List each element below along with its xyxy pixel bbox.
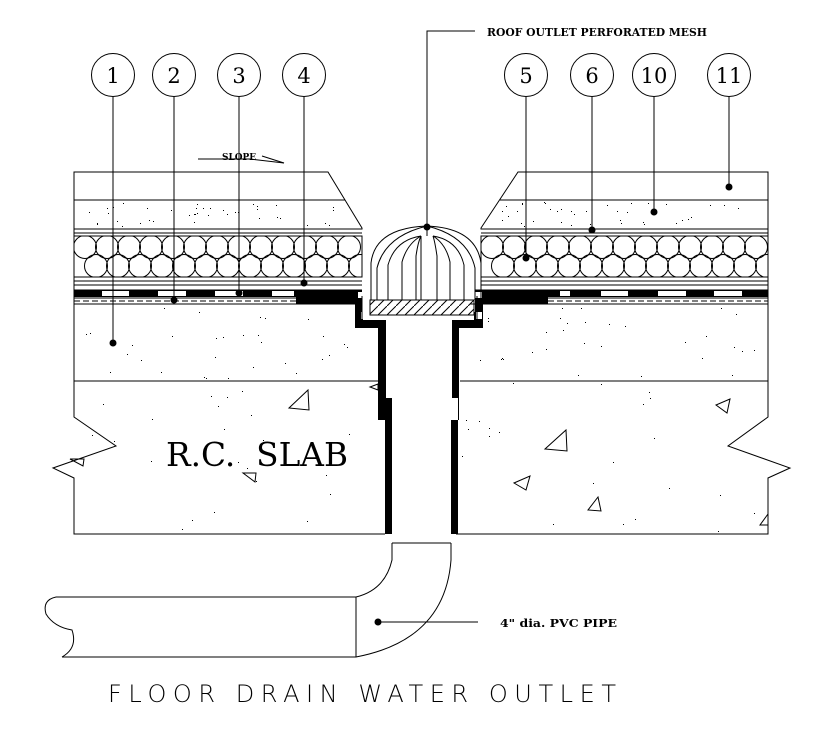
callout-bubbles: 1 2 3 4 5 6 10 11 <box>91 53 751 97</box>
drain-grating <box>369 299 475 316</box>
callout-number: 11 <box>716 64 743 88</box>
drain-outlet-body <box>296 290 548 544</box>
slope-label: SLOPE <box>222 153 256 163</box>
callout-leader-dot <box>522 254 530 262</box>
callout-leader-dot <box>109 339 117 347</box>
left-insulation-hatch <box>74 236 362 277</box>
slope-arrow <box>198 155 285 164</box>
callout-6: 6 <box>570 53 614 97</box>
callout-circle <box>570 53 614 97</box>
callout-number: 2 <box>167 64 180 88</box>
callout-10: 10 <box>632 53 676 97</box>
callout-2: 2 <box>152 53 196 97</box>
left-slab-outline <box>51 172 385 535</box>
callout-3: 3 <box>217 53 261 97</box>
mesh-label: ROOF OUTLET PERFORATED MESH <box>487 26 707 39</box>
callout-4: 4 <box>282 53 326 97</box>
callout-leaders <box>109 97 733 347</box>
callout-11: 11 <box>707 53 751 97</box>
mesh-leader <box>423 30 475 231</box>
callout-circle <box>282 53 326 97</box>
slab-label: R.C. SLAB <box>166 435 348 474</box>
callout-leader-dot <box>725 183 733 191</box>
callout-number: 6 <box>585 64 598 88</box>
callout-leader-dot <box>170 296 178 304</box>
pipe-leader <box>374 618 478 626</box>
callout-number: 1 <box>106 64 119 88</box>
callout-circle <box>217 53 261 97</box>
callout-circle <box>632 53 676 97</box>
callout-1: 1 <box>91 53 135 97</box>
callout-5: 5 <box>504 53 548 97</box>
callout-leader-dot <box>588 226 596 234</box>
drawing-title: FLOOR DRAIN WATER OUTLET <box>108 680 616 708</box>
callout-leader-dot <box>300 279 308 287</box>
pvc-pipe-elbow <box>44 543 452 658</box>
right-slab-outline <box>456 172 792 535</box>
callout-circle <box>504 53 548 97</box>
concrete-aggregate-dots <box>86 202 755 532</box>
callout-leader-dot <box>650 208 658 216</box>
pipe-label: 4" dia. PVC PIPE <box>500 617 617 630</box>
callout-number: 5 <box>519 64 532 88</box>
callout-number: 3 <box>232 64 245 88</box>
right-roof-build-up <box>456 171 792 535</box>
callout-circle <box>152 53 196 97</box>
callout-number: 10 <box>641 64 668 88</box>
callout-leader-dot <box>235 289 243 297</box>
roof-outlet-perforated-mesh <box>370 225 482 300</box>
callout-circle <box>91 53 135 97</box>
callout-number: 4 <box>297 64 310 88</box>
callout-circle <box>707 53 751 97</box>
left-roof-build-up <box>51 171 385 535</box>
